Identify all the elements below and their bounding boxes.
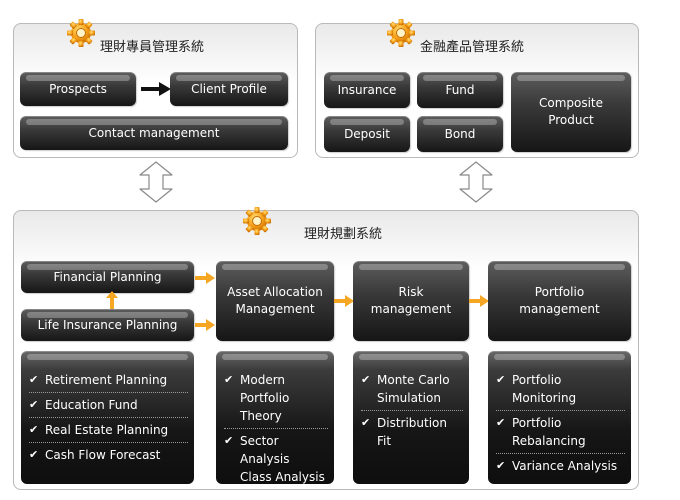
asset-allocation-button[interactable]: Asset Allocation Management	[216, 261, 334, 341]
product-system-panel: 金融產品管理系統 Insurance Fund Deposit Bond Com…	[315, 18, 639, 158]
planning-system-panel: 理財規劃系統 Financial Planning Life Insurance…	[13, 206, 639, 490]
risk-line1: Risk	[398, 285, 424, 299]
gear-icon	[66, 18, 96, 48]
check-icon: ✔	[29, 423, 39, 436]
deposit-label: Deposit	[344, 126, 390, 141]
prospects-button[interactable]: Prospects	[20, 72, 136, 106]
arrow-right-icon	[195, 319, 215, 331]
contact-management-button[interactable]: Contact management	[20, 116, 288, 150]
feature-label-line1: Monte Carlo	[377, 373, 450, 387]
list-item: ✔ Real Estate Planning	[29, 421, 188, 443]
check-icon: ✔	[224, 434, 234, 447]
feature-label-line2: Monitoring	[512, 391, 577, 405]
check-icon: ✔	[29, 398, 39, 411]
feature-label-line1: Portfolio	[512, 373, 562, 387]
bond-label: Bond	[444, 126, 476, 141]
feature-label-line2: Simulation	[377, 391, 441, 405]
feature-label-line2: Rebalancing	[512, 434, 586, 448]
list-item: ✔ Cash Flow Forecast	[29, 446, 188, 467]
financial-planning-button[interactable]: Financial Planning	[21, 261, 194, 293]
asset-allocation-line1: Asset Allocation	[227, 285, 323, 299]
product-system-title: 金融產品管理系統	[420, 40, 525, 55]
feature-label-line1: Modern	[240, 373, 286, 387]
portfolio-management-button[interactable]: Portfolio management	[488, 261, 631, 341]
arrow-right-icon	[334, 295, 354, 307]
check-icon: ✔	[224, 373, 234, 386]
check-icon: ✔	[361, 416, 371, 429]
feature-label: Real Estate Planning	[45, 423, 169, 437]
planning-system-title: 理財規劃系統	[304, 227, 383, 242]
composite-product-button[interactable]: Composite Product	[511, 72, 631, 152]
fund-label: Fund	[445, 82, 475, 97]
financial-planning-label: Financial Planning	[53, 269, 162, 284]
risk-management-button[interactable]: Risk management	[353, 261, 469, 341]
advisor-system-title: 理財專員管理系統	[100, 40, 205, 55]
portfolio-line1: Portfolio	[534, 285, 585, 299]
check-icon: ✔	[29, 373, 39, 386]
list-item: ✔ Education Fund	[29, 396, 188, 418]
composite-label-line2: Product	[548, 113, 594, 127]
list-item: ✔ Retirement Planning	[29, 371, 188, 393]
portfolio-line2: management	[519, 302, 600, 316]
list-item: ✔ Variance Analysis	[496, 457, 625, 478]
contact-management-label: Contact management	[88, 125, 220, 140]
feature-label: Retirement Planning	[45, 373, 168, 387]
feature-label-line1: Variance Analysis	[512, 459, 618, 473]
arrow-right-icon	[141, 82, 171, 96]
arrow-right-icon	[195, 272, 215, 284]
feature-label-line2: Class Analysis	[240, 470, 325, 484]
feature-label-line1: Portfolio	[512, 416, 562, 430]
risk-line2: management	[370, 302, 452, 316]
double-arrow-icon	[459, 161, 493, 203]
insurance-button[interactable]: Insurance	[324, 72, 410, 108]
life-insurance-planning-label: Life Insurance Planning	[37, 317, 178, 332]
check-icon: ✔	[496, 416, 506, 429]
insurance-label: Insurance	[337, 82, 397, 97]
arrow-right-icon	[469, 295, 489, 307]
list-item: ✔ Distribution Fit	[361, 414, 463, 453]
gear-icon	[386, 18, 416, 48]
client-profile-label: Client Profile	[191, 81, 267, 96]
gear-icon	[242, 206, 272, 236]
feature-label: Cash Flow Forecast	[45, 448, 161, 462]
composite-label-line1: Composite	[538, 96, 604, 110]
double-arrow-icon	[139, 161, 173, 203]
feature-label: Education Fund	[45, 398, 138, 412]
check-icon: ✔	[361, 373, 371, 386]
client-profile-button[interactable]: Client Profile	[170, 72, 288, 106]
check-icon: ✔	[496, 459, 506, 472]
bond-button[interactable]: Bond	[417, 116, 503, 152]
feature-label-line1: Sector Analysis	[240, 434, 290, 466]
feature-label-line2: Portfolio Theory	[240, 391, 290, 423]
asset-allocation-line2: Management	[235, 302, 315, 316]
advisor-system-panel: 理財專員管理系統 Prospects Client Profile Contac…	[13, 18, 298, 158]
life-insurance-planning-button[interactable]: Life Insurance Planning	[21, 309, 194, 341]
prospects-label: Prospects	[49, 81, 107, 96]
planning-features-box: ✔ Retirement Planning ✔ Education Fund ✔ Re…	[21, 351, 194, 484]
deposit-button[interactable]: Deposit	[324, 116, 410, 152]
check-icon: ✔	[496, 373, 506, 386]
check-icon: ✔	[29, 448, 39, 461]
fund-button[interactable]: Fund	[417, 72, 503, 108]
feature-label-line1: Distribution Fit	[377, 416, 448, 448]
